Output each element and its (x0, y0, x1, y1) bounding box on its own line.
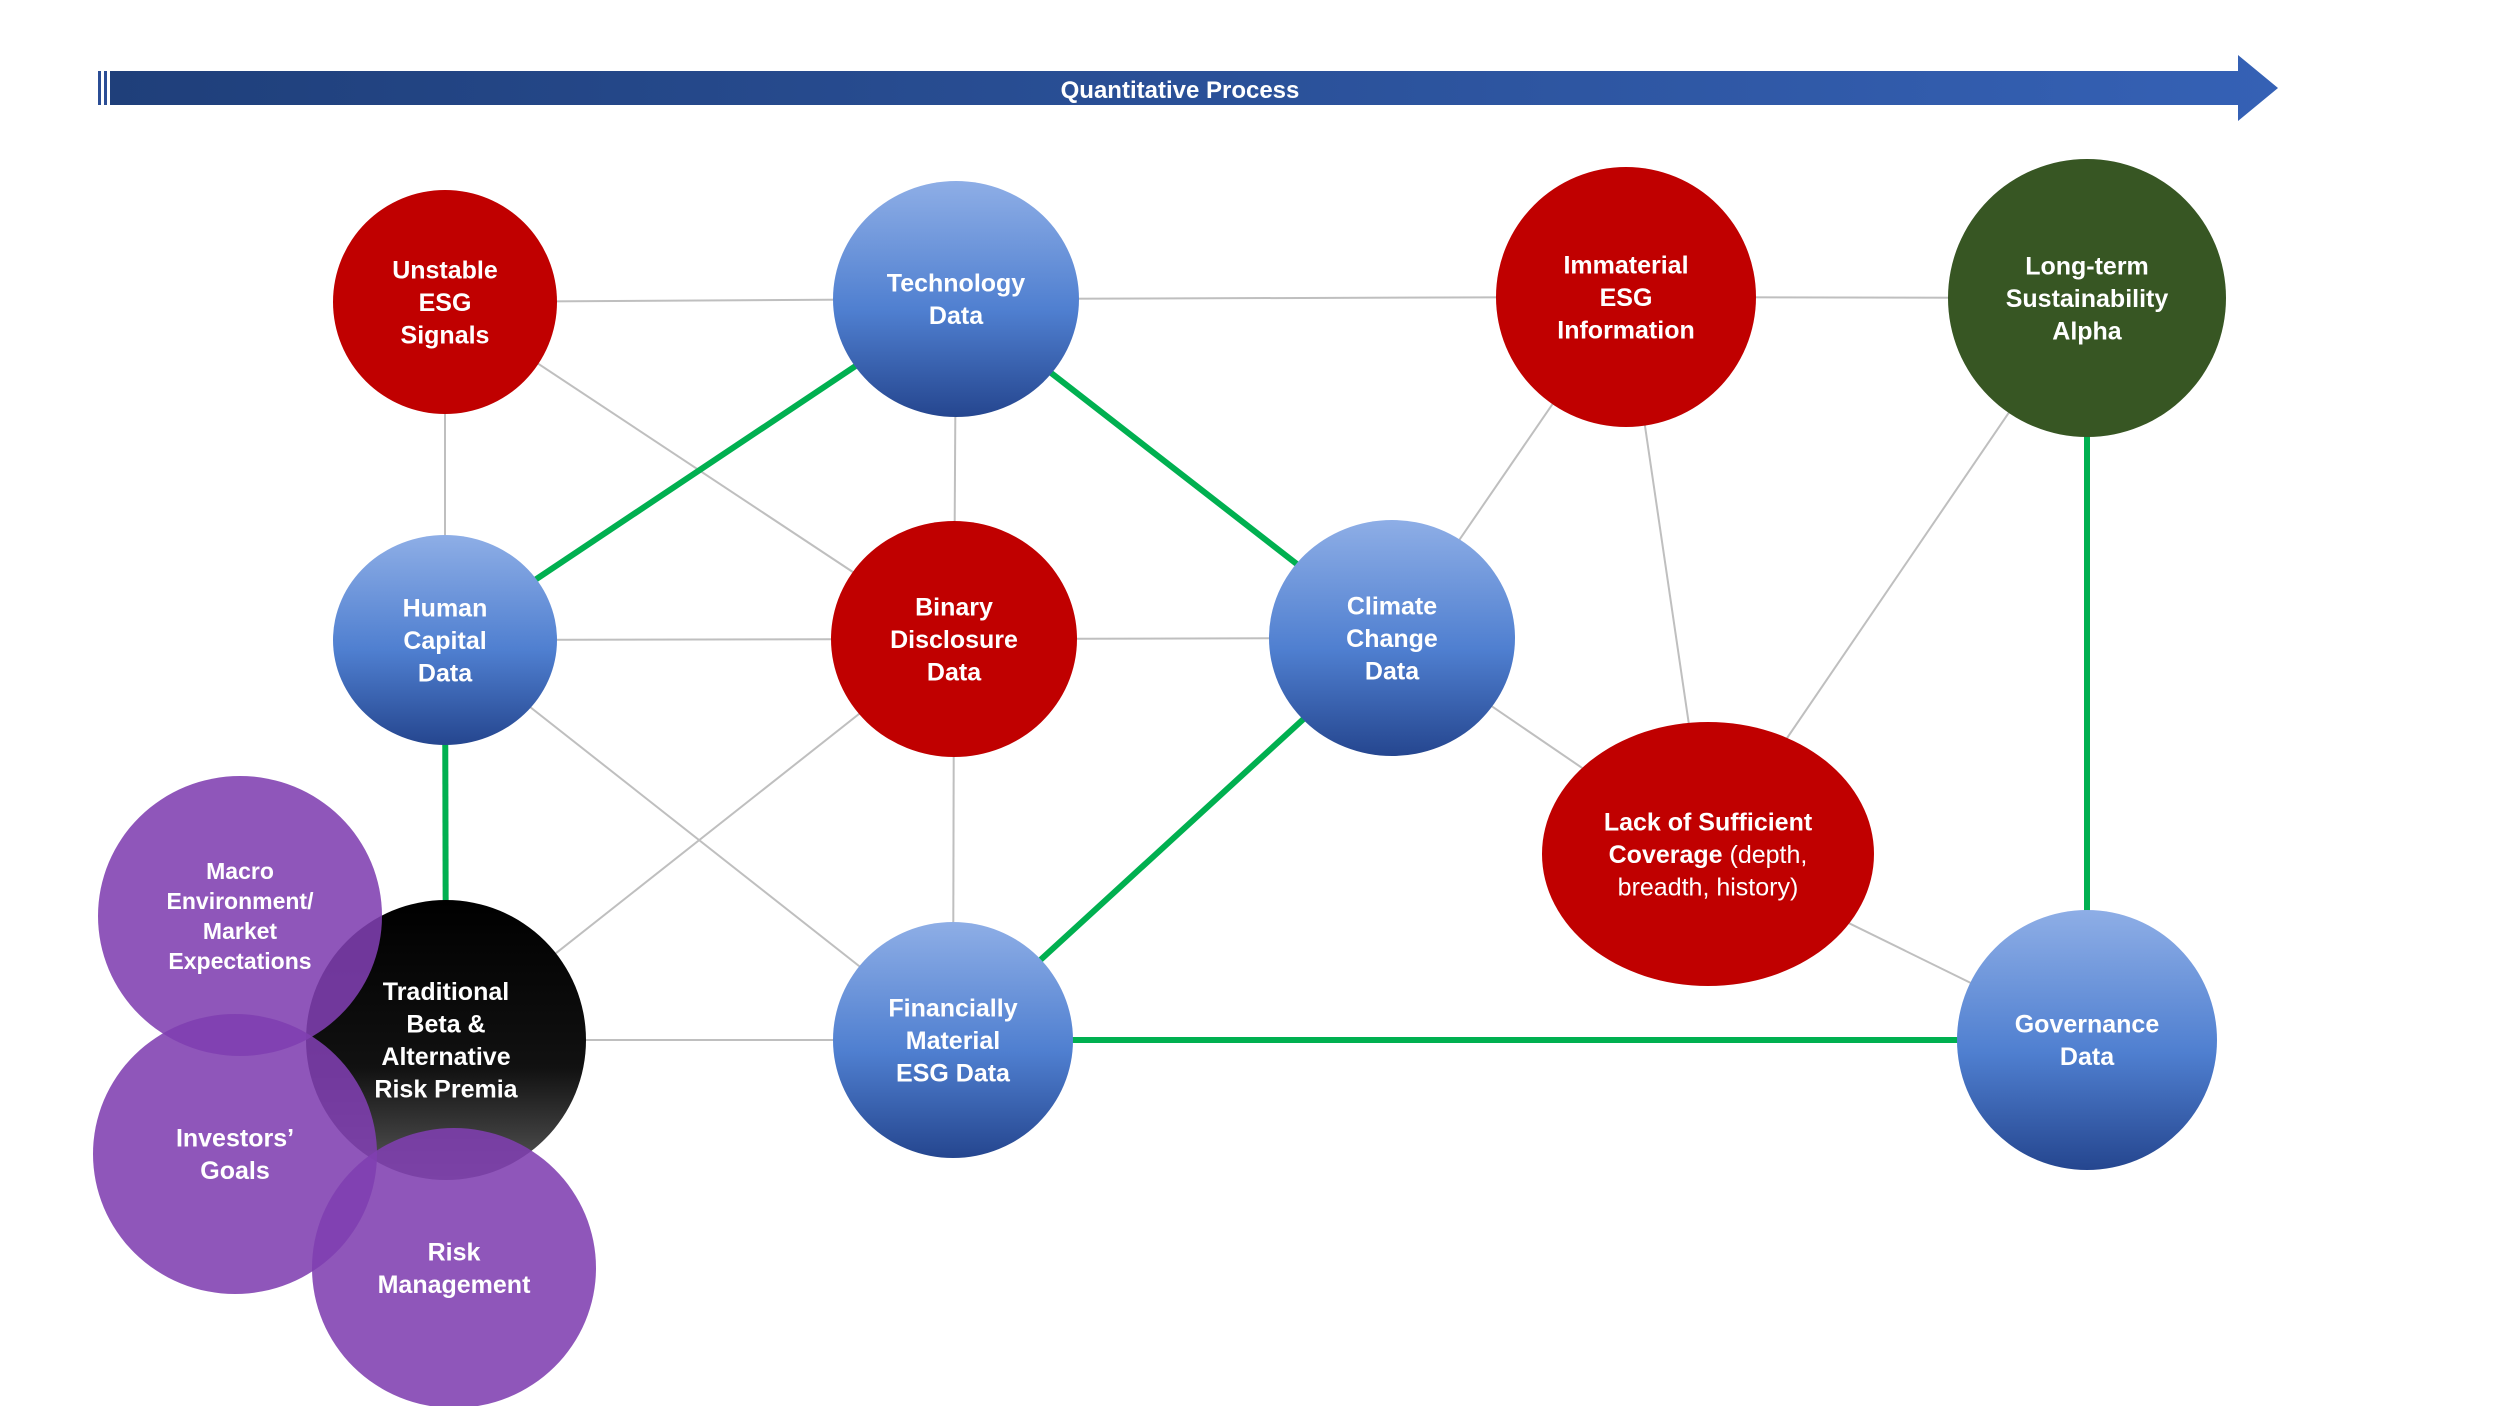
arrow-tail-bar-1 (98, 71, 101, 105)
node-immaterial-esg-information-circle (1496, 167, 1756, 427)
label-line: Market (203, 918, 277, 944)
label-line: Expectations (168, 948, 311, 974)
label-line: Technology (887, 270, 1026, 298)
label-line: Unstable (392, 256, 498, 284)
node-lack-of-sufficient-coverage-circle (1542, 722, 1874, 986)
label-line: Long-term (2025, 252, 2149, 280)
node-investors-goals-label: Investors’ Goals (176, 1125, 294, 1186)
label-line: Beta & (406, 1011, 485, 1039)
label-line: Binary (915, 593, 993, 621)
node-financially-material-esg-data-circle (833, 922, 1073, 1158)
label-line: Macro (206, 858, 274, 884)
label-line: Capital (403, 627, 486, 655)
label-line: Information (1557, 316, 1695, 344)
label-line: ESG Data (896, 1059, 1011, 1087)
node-technology-data-circle (833, 181, 1079, 417)
quantitative-process-label: Quantitative Process (1061, 77, 1300, 104)
node-unstable-esg-signals-circle (333, 190, 557, 414)
label-line: Management (378, 1271, 531, 1299)
label-line: ESG (419, 289, 472, 317)
label-line: Governance (2015, 1011, 2160, 1039)
arrow-body (110, 55, 2278, 121)
label-line: Alternative (381, 1043, 510, 1071)
label-line: Risk Premia (374, 1076, 518, 1104)
label-line: Environment/ (167, 888, 315, 914)
node-risk-management-circle (312, 1128, 596, 1406)
arrow-tail-bar-2 (104, 71, 107, 105)
label-line: (depth, (1723, 841, 1808, 869)
label-line: Investors’ (176, 1125, 294, 1153)
label-line: Disclosure (890, 626, 1018, 654)
label-line: Financially (888, 994, 1017, 1022)
label-line: Climate (1347, 592, 1437, 620)
node-governance-data-circle (1957, 910, 2217, 1170)
label-line: Data (2060, 1043, 2115, 1071)
label-line: Lack of Sufficient (1604, 808, 1813, 836)
node-investors-goals-circle (93, 1014, 377, 1294)
label-line: Data (927, 658, 982, 686)
label-line: breadth, history) (1618, 873, 1799, 901)
label-line: Change (1346, 625, 1438, 653)
label-line: Human (403, 594, 488, 622)
node-macro-environment-market-expectations-circle (98, 776, 382, 1056)
node-binary-disclosure-data-circle (831, 521, 1077, 757)
label-line: Traditional (383, 978, 509, 1006)
label-line: Data (1365, 657, 1420, 685)
label-line: Material (906, 1027, 1000, 1055)
node-investors-goals: Investors’ Goals (93, 1014, 377, 1294)
label-line: Risk (428, 1239, 481, 1267)
label-line: Sustainability (2006, 285, 2169, 313)
label-line: Data (418, 659, 473, 687)
quantitative-process-arrow: Quantitative Process (98, 55, 2278, 121)
label-line: Coverage (1609, 841, 1723, 869)
node-human-capital-data-circle (333, 535, 557, 745)
node-long-term-sustainability-alpha-circle (1948, 159, 2226, 437)
label-line: Goals (200, 1157, 269, 1185)
label-line: Alpha (2052, 317, 2123, 345)
label-line: ESG (1600, 284, 1653, 312)
label-line: Signals (401, 321, 490, 349)
node-traditional-beta-alternative-risk-premia-circle (306, 900, 586, 1180)
label-line: Immaterial (1563, 251, 1688, 279)
node-climate-change-data-circle (1269, 520, 1515, 756)
label-line: Data (929, 302, 984, 330)
